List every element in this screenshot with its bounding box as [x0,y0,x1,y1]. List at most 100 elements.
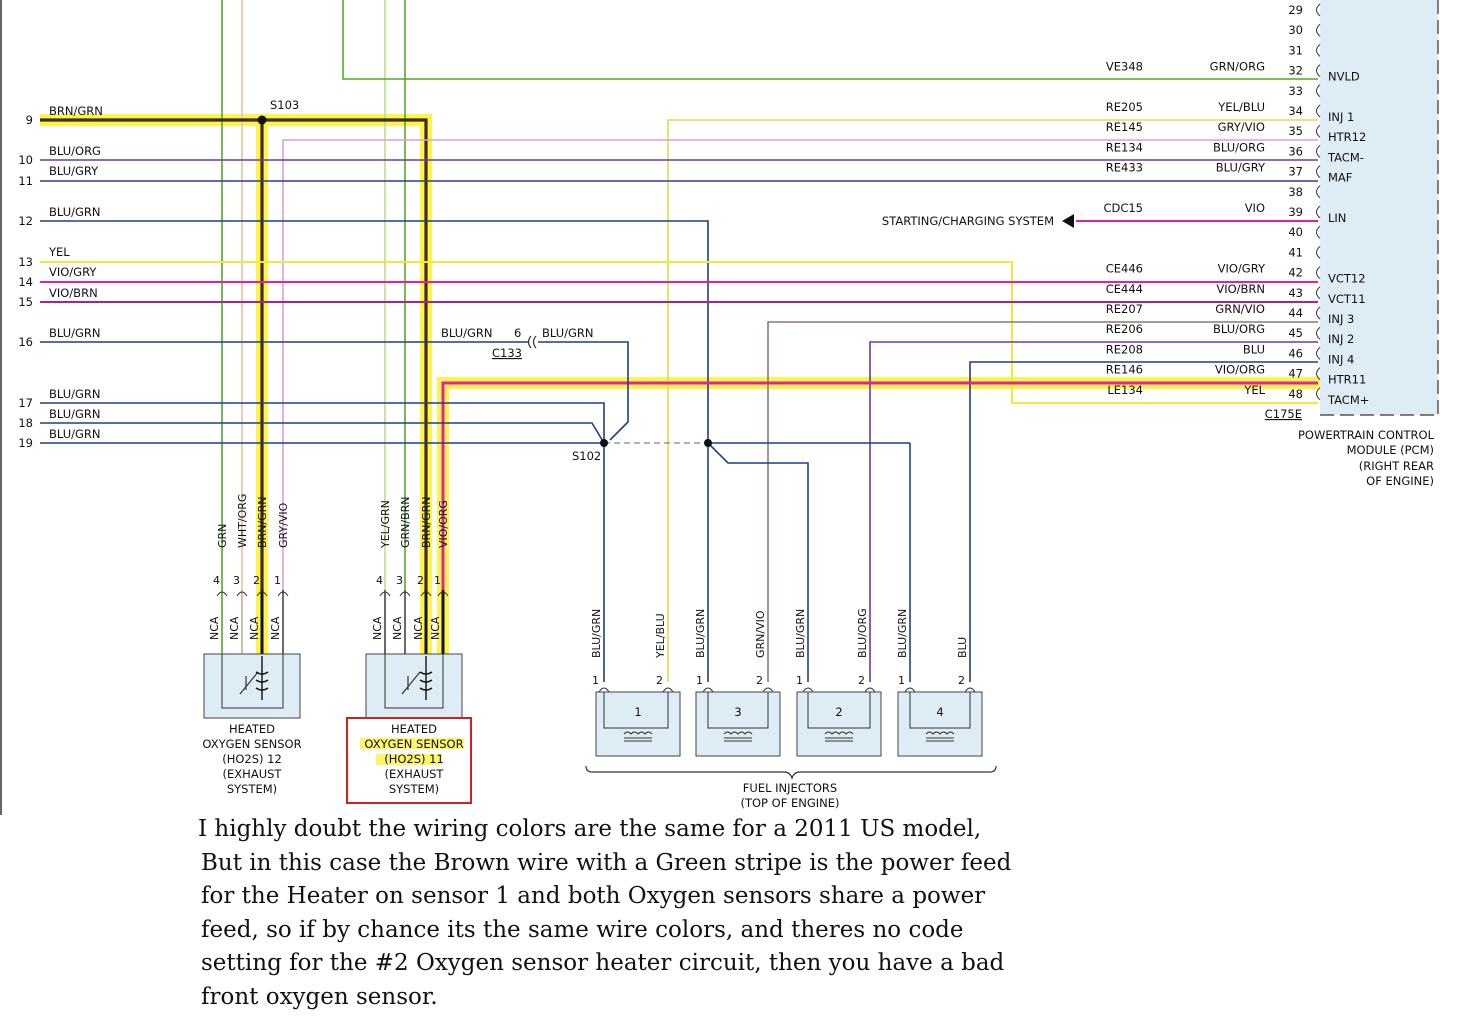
wire-pin17 [40,402,605,443]
sensor-nca-label: NCA [412,616,425,640]
svg-text:OF ENGINE): OF ENGINE) [1366,474,1434,488]
wire-inj2 [869,341,1318,682]
pcm-pin-socket-icon [1316,246,1321,259]
pcm-pin-number: 45 [1288,326,1303,340]
highlight-brn-grn-feed [40,114,432,593]
left-pin-number: 14 [18,275,33,289]
pcm-pin-socket-icon [1316,84,1321,98]
left-pin-wire-label: BLU/GRY [49,164,99,178]
pcm-pin-socket-icon [1316,44,1321,57]
sensor-nca-label: NCA [228,616,241,640]
answer-note: I highly doubt the wiring colors are the… [198,813,1011,1014]
pcm-wire-color-label: YEL [1243,383,1265,397]
injector-coil-icon [925,731,955,742]
sensor-label-line: (HO2S) 12 [222,752,282,766]
injector-coil-icon [623,731,653,742]
injector-pin-number: 1 [696,674,703,687]
pcm-circuit-label: RE208 [1106,342,1143,356]
sensor-pin-number: 3 [233,574,240,587]
heater-element-icon [255,656,269,700]
splice-dot-injectors [704,439,712,447]
pcm-circuit-label: CDC15 [1103,201,1143,215]
pcm-pin-number: 36 [1288,144,1303,158]
sensor-nca-label: NCA [429,616,442,640]
injector-wire-color-label: BLU [956,637,969,658]
left-pin-wire-label: BLU/GRN [49,427,101,441]
left-pin-number: 11 [18,174,33,188]
pcm-pin-socket-icon [1316,205,1321,219]
wire-inj4 [969,361,1318,682]
pcm-pin-socket-icon [1316,306,1321,320]
pcm-signal-label: INJ 4 [1328,352,1354,366]
pcm-pin-socket-icon [1316,326,1321,340]
injector-coil-icon [723,731,753,742]
wire-htr11 [441,381,1318,593]
pcm-signal-label: HTR12 [1328,130,1366,144]
pcm-pin-socket-icon [1316,165,1321,178]
injector-body [796,691,882,757]
note-line: front oxygen sensor. [201,983,438,1010]
pcm-circuit-label: LE134 [1107,383,1143,397]
injector-wire-color-label: BLU/GRN [896,609,909,658]
sensor-pin-number: 2 [417,574,424,587]
sensor-nca-label: NCA [269,616,282,640]
sensor-wire-color-label: WHT/ORG [236,494,249,548]
injector-pin-socket-icon [702,687,714,693]
sensor-wire-color-label: GRY/VIO [277,502,290,548]
pcm-wire-color-label: VIO [1245,201,1265,215]
sensor-inner-loop [384,654,444,709]
pcm-wire-color-label: VIO/BRN [1216,282,1265,296]
wire-nvld [342,0,1318,80]
injector-pin-number: 2 [958,674,965,687]
wire-pin12 [40,220,709,443]
injector-number: 2 [835,705,842,719]
sensor-wire-color-label: BRN/GRN [256,496,269,548]
sensor-pin-number: 1 [434,574,441,587]
wire-splice-inj2 [707,442,809,682]
pcm-circuit-label: CE444 [1106,282,1143,296]
left-pin-number: 18 [18,416,33,430]
injector-pin-socket-icon [598,687,610,693]
pcm-pin-number: 31 [1288,43,1303,57]
sensor-label-line: HEATED [229,722,275,736]
pcm-pin-socket-icon [1316,347,1321,360]
injector-wire-color-label: GRN/VIO [754,610,767,658]
pcm-pin-number: 35 [1288,124,1303,138]
pcm-pin-number: 43 [1288,286,1303,300]
sensor-label-line: (EXHAUST [223,767,283,781]
sensor-label-line: (HO2S) 11 [384,752,444,766]
pcm-pin-number: 47 [1288,367,1303,381]
injector-coil-icon [824,731,854,742]
sensor-pin-socket-icon [256,591,268,597]
pcm-wire-color-label: GRN/VIO [1215,302,1265,316]
injector-pin-socket-icon [662,687,674,693]
pcm-circuit-label: CE446 [1106,262,1143,276]
wire-layer [40,0,1318,682]
injector-inner-loop [603,692,669,729]
wire-brn-grn [40,118,428,593]
sensor-pin-number: 4 [213,574,220,587]
left-pin-number: 10 [18,153,33,167]
variable-resistor-icon [239,671,259,695]
sensor-pin-number: 2 [253,574,260,587]
splice-s102-label: S102 [572,449,601,463]
sensor-wire-color-label: VIO/ORG [437,500,450,548]
wire-inj3 [767,321,1318,682]
pcm-signal-label: LIN [1328,211,1346,225]
left-pin-wire-label: YEL [48,245,70,259]
pcm-pin-socket-icon [1316,286,1321,300]
pcm-signal-label: INJ 1 [1328,110,1354,124]
pcm-pin-number: 42 [1288,266,1303,280]
left-pin-number: 12 [18,214,33,228]
c133-right-wire-label: BLU/GRN [542,326,594,340]
injector-pin-number: 1 [796,674,803,687]
injector-body [695,691,781,757]
sensor-pin-socket-icon [437,591,449,597]
left-pin-number: 15 [18,295,33,309]
injector-number: 4 [936,705,943,719]
pcm-signal-label: TACM+ [1327,393,1369,407]
pcm-signal-label: INJ 2 [1328,332,1354,346]
pcm-pin-number: 37 [1288,165,1303,179]
